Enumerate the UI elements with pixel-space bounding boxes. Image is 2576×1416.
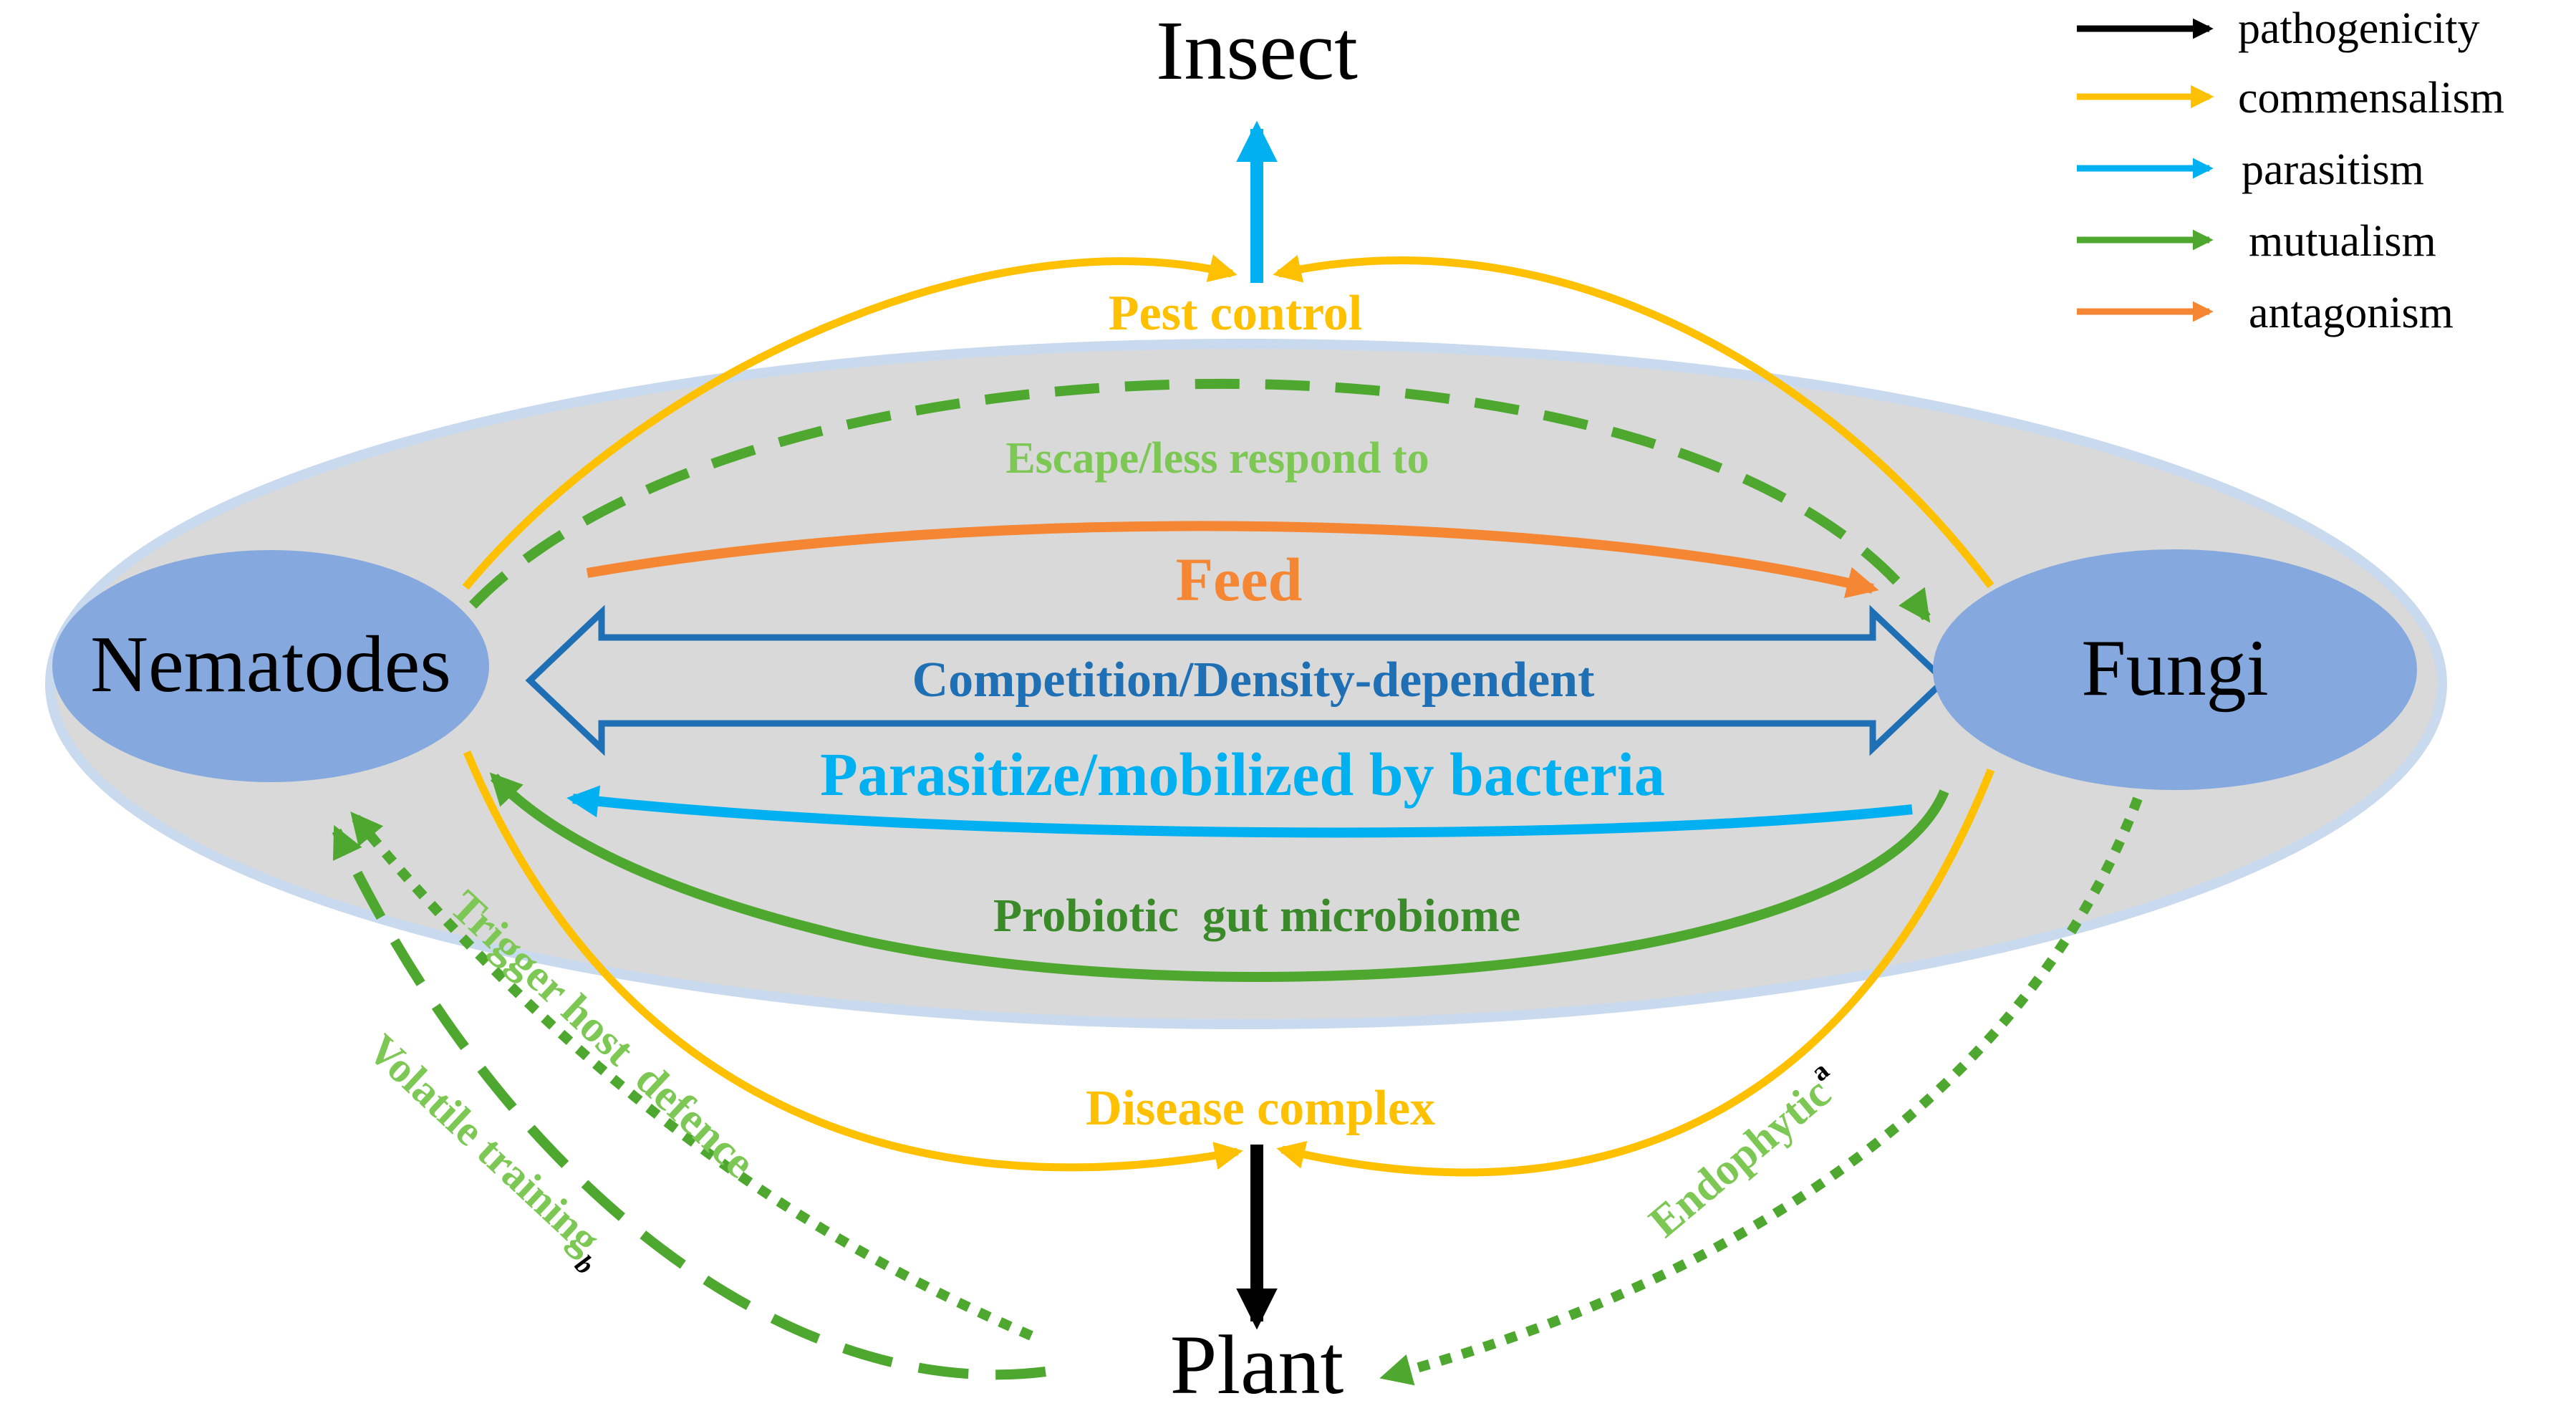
commensalism-arc-nematodes-to-disease-complex — [463, 750, 1243, 1172]
commensalism-arc-nematodes-to-pest-control — [462, 254, 1238, 590]
pest-control-label: Pest control — [1109, 286, 1362, 341]
legend-item-parasitism: parasitism — [2077, 145, 2424, 194]
insect-label: Insect — [1156, 4, 1358, 97]
parasitize-label: Parasitize/mobilized by bacteria — [820, 740, 1665, 809]
parasitize-arrow — [566, 785, 1913, 838]
interaction-arena — [45, 339, 2447, 1029]
volatile-training-label: Volatile trainingb — [351, 1025, 619, 1281]
plant-label: Plant — [1170, 1318, 1344, 1412]
nematodes-node[interactable] — [52, 550, 489, 782]
probiotic-arrow — [489, 772, 1949, 982]
legend-item-pathogenicity: pathogenicity — [2077, 4, 2479, 53]
legend-label: mutualism — [2249, 217, 2436, 266]
volatile-training-dashed-arrow — [332, 824, 1046, 1380]
feed-label: Feed — [1176, 545, 1303, 614]
escape-dashed-arrow — [468, 378, 1931, 623]
escape-label: Escape/less respond to — [1005, 434, 1429, 483]
legend-item-mutualism: mutualism — [2077, 217, 2436, 266]
commensalism-arc-fungi-to-disease-complex — [1276, 768, 1995, 1177]
probiotic-label: Probiotic gut microbiome — [993, 890, 1520, 942]
fungi-label: Fungi — [2081, 624, 2268, 713]
disease-complex-label: Disease complex — [1086, 1081, 1435, 1136]
legend-item-antagonism: antagonism — [2077, 289, 2454, 337]
legend-label: commensalism — [2238, 74, 2504, 122]
legend-label: antagonism — [2249, 289, 2454, 337]
competition-label: Competition/Density-dependent — [912, 652, 1595, 708]
legend-label: parasitism — [2242, 145, 2424, 194]
trigger-defence-dotted-arrow — [350, 811, 1033, 1341]
feed-arrow — [586, 521, 1879, 599]
nematodes-label: Nematodes — [90, 620, 451, 709]
legend-item-commensalism: commensalism — [2077, 74, 2504, 122]
endophytic-label: Endophytica — [1637, 1056, 1851, 1247]
fungi-node[interactable] — [1933, 549, 2417, 790]
commensalism-arc-fungi-to-pest-control — [1273, 254, 1994, 589]
legend-label: pathogenicity — [2238, 4, 2479, 53]
legend: pathogenicity commensalism parasitism mu… — [2077, 4, 2504, 337]
